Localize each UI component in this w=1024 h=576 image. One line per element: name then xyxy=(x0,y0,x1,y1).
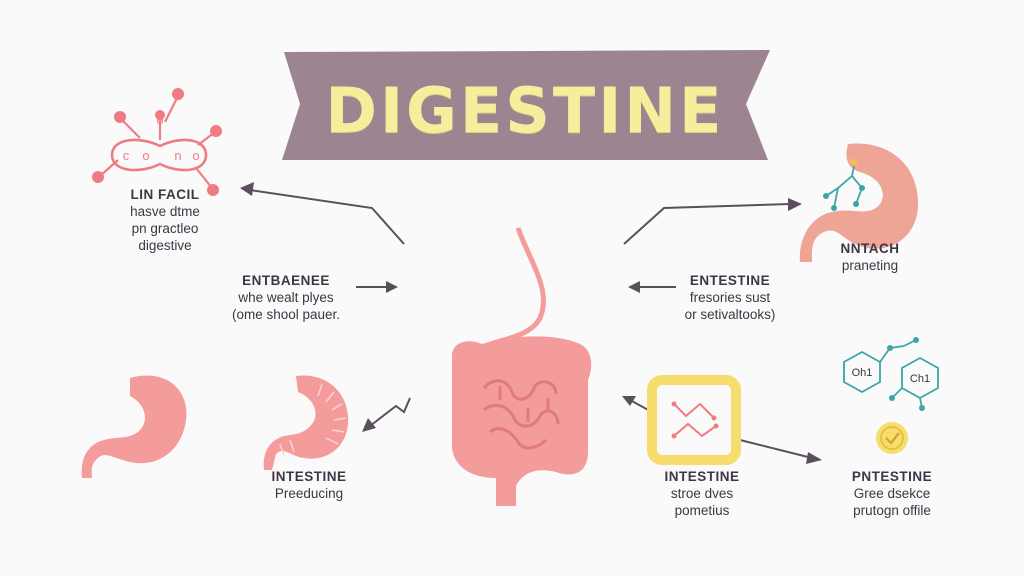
label-line: digestive xyxy=(138,238,192,253)
molecule-top-left xyxy=(99,95,216,189)
atom-label: o xyxy=(142,148,149,163)
atom-label: o xyxy=(156,112,163,127)
label-title: PNTESTINE xyxy=(851,469,933,484)
label-line: stroe dves xyxy=(670,486,734,501)
label-title: ENTESTINE xyxy=(689,273,771,288)
atom-label: o xyxy=(192,148,199,163)
label-line: Preeducing xyxy=(274,486,344,501)
label-title: ENTBAENEE xyxy=(242,273,330,288)
label-line: praneting xyxy=(841,258,899,273)
label-title: NNTACH xyxy=(840,241,900,256)
label-title: INTESTINE xyxy=(664,469,740,484)
label-line: fresories sust xyxy=(689,290,771,305)
label-line: or setivaltooks) xyxy=(684,307,776,322)
atom-label: c xyxy=(123,148,130,163)
label-top-right: NNTACH praneting xyxy=(800,240,940,274)
label-bottom-center: INTESTINE stroe dves pometius xyxy=(632,468,772,519)
title-banner xyxy=(282,50,770,160)
label-title: LIN FACIL xyxy=(130,187,200,202)
enzyme-frame xyxy=(647,375,741,465)
intestine-center xyxy=(452,227,592,506)
atom-label: Oh1 xyxy=(852,367,873,379)
arrow-bottom-right xyxy=(739,439,813,459)
arrow-to-top-right xyxy=(623,203,791,245)
molecule-atoms xyxy=(92,88,222,196)
stomach-bottom-left xyxy=(81,375,187,478)
label-line: hasve dtme xyxy=(130,204,200,219)
label-line: Gree dsekce xyxy=(853,486,931,501)
label-mid-left: ENTBAENEE whe wealt plyes (ome shool pau… xyxy=(196,272,376,323)
arrow-heads xyxy=(240,182,822,464)
stomach-top-right xyxy=(799,143,919,262)
label-line: (ome shool pauer. xyxy=(231,307,341,322)
arrow-bottom-left xyxy=(369,397,411,427)
label-line: prutogn offile xyxy=(853,503,931,518)
label-title: INTESTINE xyxy=(271,469,347,484)
atom-label: n xyxy=(174,148,181,163)
stomach-ridged xyxy=(263,375,349,470)
atom-label: Ch1 xyxy=(910,373,930,385)
flow-arrows xyxy=(249,189,813,459)
page-title: DIGESTINE xyxy=(325,73,725,147)
label-top-left: LIN FACIL hasve dtme pn gractleo digesti… xyxy=(60,186,270,254)
label-mid-right: ENTESTINE fresories sust or setivaltooks… xyxy=(640,272,820,323)
label-bottom-right: PNTESTINE Gree dsekce prutogn offile xyxy=(822,468,962,519)
label-line: pometius xyxy=(674,503,730,518)
arrow-to-top-left xyxy=(249,189,405,245)
label-bottom-left: INTESTINE Preeducing xyxy=(244,468,374,502)
label-line: pn gractleo xyxy=(131,221,199,236)
label-line: whe wealt plyes xyxy=(238,290,334,305)
check-icon xyxy=(876,422,908,454)
